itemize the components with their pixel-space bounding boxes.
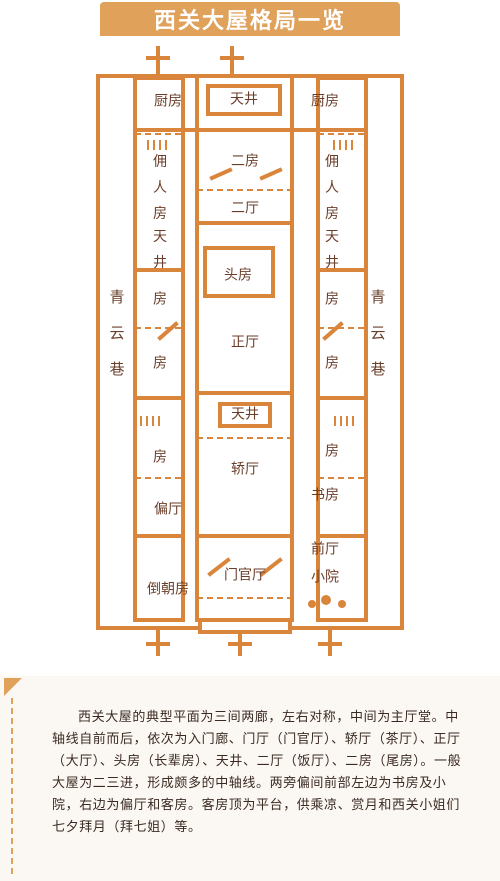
dashed-divider xyxy=(11,698,13,874)
small-yard-label: 小院 xyxy=(311,569,339,586)
lane-right-label: 青云巷 xyxy=(370,288,386,378)
second-hall-label: 二厅 xyxy=(231,200,259,217)
corner-triangle-icon xyxy=(4,678,22,696)
room-right-2-label: 房 xyxy=(325,355,339,372)
description-panel: 西关大屋的典型平面为三间两廊，左右对称，中间为主厅堂。中轴线自前而后，依次为入门… xyxy=(0,676,500,881)
head-room-label: 头房 xyxy=(224,267,252,284)
skywell-right-label: 天井 xyxy=(325,229,339,271)
gate-hall-label: 门官厅 xyxy=(224,567,266,584)
room-right-3-label: 房 xyxy=(325,443,339,460)
room-left-3-label: 房 xyxy=(153,449,167,466)
skywell-left-label: 天井 xyxy=(153,229,167,271)
floor-plan: 厨房 天井 厨房 二房 二厅 佣人房 佣人房 天井 天井 头房 正厅 房 房 房… xyxy=(0,38,500,664)
lane-left-label: 青云巷 xyxy=(109,288,125,378)
servant-room-right-label: 佣人房 xyxy=(325,154,339,222)
study-label: 书房 xyxy=(311,487,339,504)
kitchen-right-label: 厨房 xyxy=(311,93,339,110)
main-hall-label: 正厅 xyxy=(231,334,259,351)
reverse-room-label: 倒朝房 xyxy=(147,581,189,598)
room-right-1-label: 房 xyxy=(325,291,339,308)
title-banner: 西关大屋格局一览 xyxy=(100,2,400,36)
servant-room-left-label: 佣人房 xyxy=(153,154,167,222)
page-title: 西关大屋格局一览 xyxy=(153,9,346,34)
kitchen-left-label: 厨房 xyxy=(154,93,182,110)
room-left-2-label: 房 xyxy=(153,355,167,372)
second-room-label: 二房 xyxy=(231,153,259,170)
skywell-center-label: 天井 xyxy=(231,406,259,423)
side-hall-label: 偏厅 xyxy=(154,501,182,518)
description-text: 西关大屋的典型平面为三间两廊，左右对称，中间为主厅堂。中轴线自前而后，依次为入门… xyxy=(52,710,462,835)
room-left-1-label: 房 xyxy=(153,291,167,308)
sedan-hall-label: 轿厅 xyxy=(231,461,259,478)
front-hall-label: 前厅 xyxy=(311,541,339,558)
skywell-top-label: 天井 xyxy=(230,91,258,108)
floor-plan-walls xyxy=(96,46,404,656)
